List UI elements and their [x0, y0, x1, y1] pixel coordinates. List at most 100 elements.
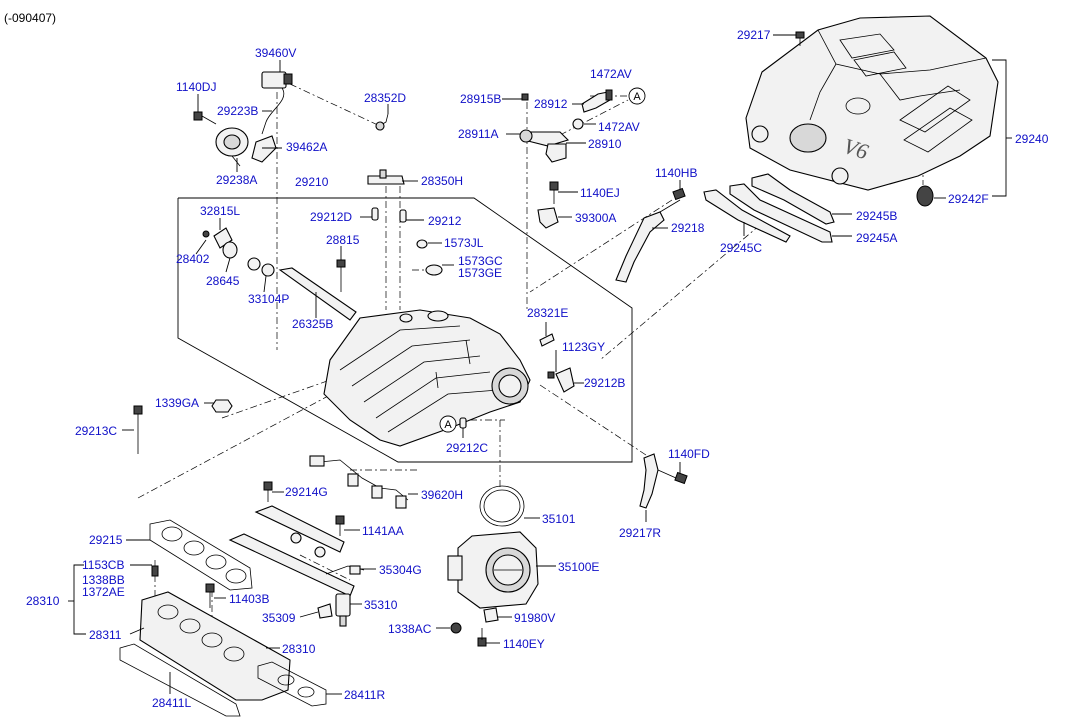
- label-1140hb[interactable]: 1140HB: [655, 166, 697, 180]
- pcv-bracket-28911a[interactable]: [519, 129, 570, 147]
- clip-1472av[interactable]: [572, 118, 584, 130]
- label-1338ac[interactable]: 1338AC: [388, 622, 432, 636]
- lower-intake-manifold-28310[interactable]: [139, 591, 291, 701]
- label-28350h[interactable]: 28350H: [421, 174, 463, 188]
- nut-1339ga[interactable]: [211, 399, 233, 413]
- label-35310[interactable]: 35310: [364, 598, 398, 612]
- label-28310-group[interactable]: 28310: [26, 594, 60, 608]
- label-35304g[interactable]: 35304G: [379, 563, 422, 577]
- harness-39620h[interactable]: [309, 455, 409, 509]
- upper-intake-manifold[interactable]: [323, 309, 531, 447]
- bracket-39462a[interactable]: [251, 135, 277, 163]
- o-ring-33104p[interactable]: [247, 257, 275, 277]
- engine-cover[interactable]: V6: [745, 15, 999, 191]
- cover-bracket-29245b[interactable]: [751, 173, 835, 225]
- label-29214g[interactable]: 29214G: [285, 485, 328, 499]
- seal-1573jl[interactable]: [416, 239, 428, 249]
- stud-29213c[interactable]: [133, 405, 143, 454]
- fuel-rail-35304g[interactable]: [228, 505, 355, 597]
- cap-29212d[interactable]: [371, 207, 379, 221]
- bracket-29217r[interactable]: [639, 453, 677, 509]
- label-1141aa[interactable]: 1141AA: [362, 524, 404, 538]
- label-33104p[interactable]: 33104P: [248, 292, 289, 306]
- label-35309[interactable]: 35309: [262, 611, 296, 625]
- label-1140ej[interactable]: 1140EJ: [580, 186, 620, 200]
- bolt-1123gy[interactable]: [547, 371, 555, 379]
- label-29223b[interactable]: 29223B: [217, 104, 258, 118]
- label-28411r[interactable]: 28411R: [344, 688, 385, 702]
- sensor-28321e[interactable]: [539, 333, 555, 347]
- cover-bracket-29245c[interactable]: [703, 189, 791, 243]
- label-29212d[interactable]: 29212D: [310, 210, 352, 224]
- cap-29212c[interactable]: [459, 417, 467, 429]
- label-1472av-1[interactable]: 1472AV: [590, 67, 632, 81]
- label-28321e[interactable]: 28321E: [527, 306, 568, 320]
- bolt-1140ej[interactable]: [549, 181, 559, 204]
- bracket-29218[interactable]: [615, 199, 681, 283]
- bolt-1140fd[interactable]: [674, 471, 688, 485]
- label-1140ey[interactable]: 1140EY: [503, 637, 545, 651]
- cap-29212[interactable]: [399, 209, 407, 223]
- rod-26325b[interactable]: [278, 267, 357, 321]
- label-29238a[interactable]: 29238A: [216, 173, 257, 187]
- bolt-1141aa[interactable]: [335, 515, 345, 536]
- label-28815[interactable]: 28815: [326, 233, 360, 247]
- label-1472av-2[interactable]: 1472AV: [598, 120, 640, 134]
- bolt-11403b[interactable]: [205, 583, 215, 608]
- label-29212b[interactable]: 29212B: [584, 376, 625, 390]
- label-1140fd[interactable]: 1140FD: [668, 447, 710, 461]
- label-29242f[interactable]: 29242F: [948, 192, 989, 206]
- label-39620h[interactable]: 39620H: [421, 488, 463, 502]
- clip-35309[interactable]: [317, 603, 333, 619]
- label-29217r[interactable]: 29217R: [619, 526, 661, 540]
- throttle-body-35100e[interactable]: [447, 531, 539, 609]
- label-28352d[interactable]: 28352D: [364, 91, 406, 105]
- seal-1573gc[interactable]: [425, 264, 443, 276]
- nut-1338ac[interactable]: [450, 622, 462, 634]
- label-32815l[interactable]: 32815L: [200, 204, 240, 218]
- label-11403b[interactable]: 11403B: [229, 592, 269, 606]
- stud-1153cb[interactable]: [151, 565, 159, 577]
- vacuum-tee-28350h[interactable]: [367, 169, 405, 185]
- label-29217[interactable]: 29217: [737, 28, 771, 42]
- label-28911a[interactable]: 28911A: [458, 127, 498, 141]
- label-28915b[interactable]: 28915B: [460, 92, 501, 106]
- label-28910[interactable]: 28910: [588, 137, 622, 151]
- label-29210[interactable]: 29210: [295, 175, 329, 189]
- label-1573gc[interactable]: 1573GC: [458, 254, 503, 268]
- pcv-hose-28912[interactable]: [581, 89, 613, 113]
- actuator-29238a[interactable]: [215, 127, 249, 167]
- label-1339ga[interactable]: 1339GA: [155, 396, 199, 410]
- label-28311[interactable]: 28311: [89, 628, 122, 642]
- label-35101[interactable]: 35101: [542, 512, 576, 526]
- label-1338bb[interactable]: 1338BB: [82, 573, 125, 587]
- label-1573ge[interactable]: 1573GE: [458, 266, 502, 280]
- label-29212c[interactable]: 29212C: [446, 441, 488, 455]
- label-1573jl[interactable]: 1573JL: [444, 236, 484, 250]
- label-29240[interactable]: 29240: [1015, 132, 1049, 146]
- label-26325b[interactable]: 26325B: [292, 317, 333, 331]
- label-39300a[interactable]: 39300A: [575, 211, 616, 225]
- regulator-28645[interactable]: [222, 241, 238, 259]
- nipple-29212b[interactable]: [555, 367, 575, 393]
- label-28645[interactable]: 28645: [206, 274, 240, 288]
- gasket-28411r[interactable]: [257, 661, 327, 707]
- label-29213c[interactable]: 29213C: [75, 424, 117, 438]
- cover-bracket-29245a[interactable]: [729, 183, 833, 243]
- injector-35310[interactable]: [335, 593, 351, 627]
- label-1153cb[interactable]: 1153CB: [82, 558, 124, 572]
- bolt-1140ey[interactable]: [477, 628, 487, 647]
- gasket-28411l[interactable]: [119, 643, 241, 717]
- sensor-91980v[interactable]: [483, 607, 499, 623]
- bolt-1140dj[interactable]: [193, 111, 217, 125]
- gasket-35101[interactable]: [479, 485, 525, 527]
- label-29218[interactable]: 29218: [671, 221, 705, 235]
- bolt-29214g[interactable]: [263, 481, 273, 502]
- label-28411l[interactable]: 28411L: [152, 696, 191, 710]
- label-35100e[interactable]: 35100E: [558, 560, 599, 574]
- fitting-35304g[interactable]: [325, 565, 365, 575]
- label-29245a[interactable]: 29245A: [856, 231, 897, 245]
- label-39462a[interactable]: 39462A: [286, 140, 327, 154]
- label-1372ae[interactable]: 1372AE: [82, 585, 125, 599]
- pcv-valve-28910[interactable]: [545, 143, 567, 163]
